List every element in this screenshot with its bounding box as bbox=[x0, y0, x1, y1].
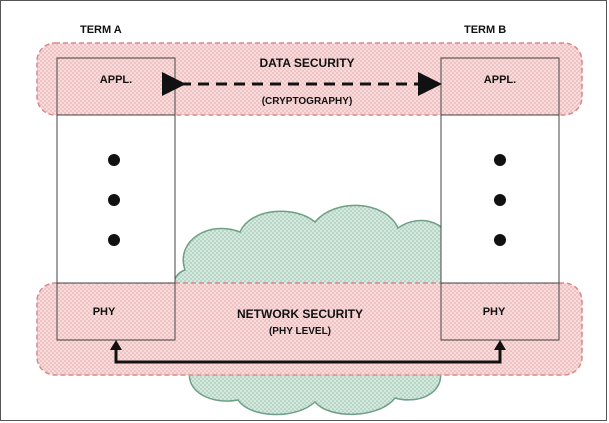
data-security-subtitle: (CRYPTOGRAPHY) bbox=[262, 96, 353, 107]
terminal-a-ellipsis-dot bbox=[108, 154, 120, 166]
terminal-b-stack bbox=[440, 57, 560, 341]
terminal-a-appl-label: APPL. bbox=[100, 74, 132, 86]
network-security-band bbox=[36, 282, 583, 376]
terminal-a-title: TERM A bbox=[80, 24, 122, 36]
terminal-a-ellipsis-dot bbox=[108, 194, 120, 206]
network-security-title: NETWORK SECURITY bbox=[237, 307, 363, 321]
terminal-b-ellipsis-dot bbox=[494, 234, 506, 246]
terminal-a-ellipsis-dot bbox=[108, 234, 120, 246]
physical-link-arrowhead-a bbox=[110, 340, 122, 350]
physical-link-arrowhead-b bbox=[494, 340, 506, 350]
physical-link-arrow bbox=[114, 348, 502, 364]
terminal-b-ellipsis-dot bbox=[494, 194, 506, 206]
terminal-b-phy-label: PHY bbox=[483, 306, 506, 318]
terminal-b-ellipsis-dot bbox=[494, 154, 506, 166]
data-security-title: DATA SECURITY bbox=[259, 56, 354, 70]
terminal-a-phy-label: PHY bbox=[93, 306, 116, 318]
terminal-a-stack bbox=[56, 57, 176, 341]
terminal-b-title: TERM B bbox=[464, 24, 506, 36]
terminal-b-appl-label: APPL. bbox=[484, 74, 516, 86]
network-security-subtitle: (PHY LEVEL) bbox=[269, 326, 331, 337]
